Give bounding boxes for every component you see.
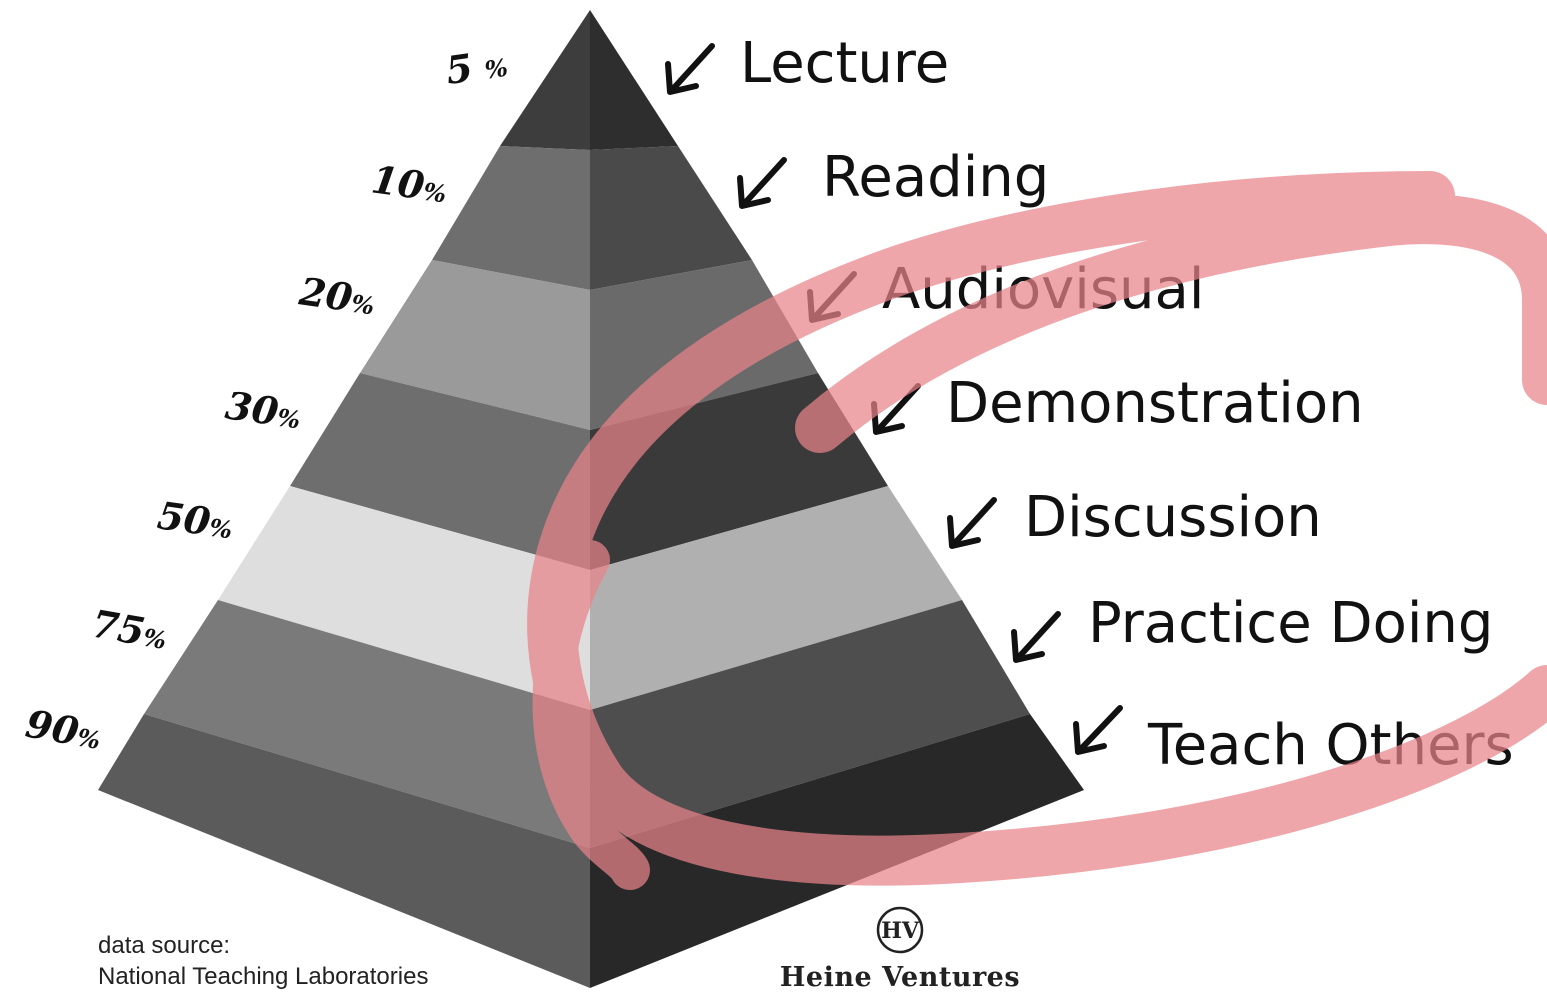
heine-ventures-logo: HV Heine Ventures: [780, 906, 1020, 992]
retention-label: 10%: [369, 156, 450, 211]
arrow-icon: [665, 43, 715, 95]
retention-label: 20%: [296, 268, 378, 323]
tier-2-left-face: [432, 146, 590, 290]
arrow-icon: [737, 157, 787, 209]
tier-7-left-face: [98, 714, 590, 988]
tier-1-right-face: [590, 10, 678, 150]
method-label-discussion: Discussion: [1024, 485, 1322, 550]
data-source-name: National Teaching Laboratories: [98, 963, 429, 990]
highlight-circle-annotation: [527, 171, 1547, 890]
logo-monogram-ring: [876, 906, 924, 954]
tier-5-right-face: [590, 486, 962, 710]
tier-5-left-face: [218, 486, 590, 710]
retention-label: 90%: [22, 701, 104, 758]
pyramid-left-faces: [98, 10, 590, 988]
logo-monogram: HV: [881, 918, 920, 944]
tier-4-left-face: [290, 373, 590, 570]
method-label-practice-doing: Practice Doing: [1088, 591, 1493, 656]
data-source-label: data source:: [98, 932, 231, 959]
tier-1-left-face: [500, 10, 590, 150]
tier-2-right-face: [590, 146, 752, 290]
tier-6-left-face: [144, 600, 590, 848]
arrow-icon: [1073, 705, 1123, 755]
method-label-lecture: Lecture: [740, 31, 949, 96]
retention-label: 75%: [88, 601, 170, 658]
logo-name: Heine Ventures: [780, 962, 1020, 992]
arrow-icon: [947, 497, 997, 549]
highlight-tail: [532, 540, 650, 890]
retention-label: 5%: [443, 40, 510, 93]
data-source-note: data source: National Teaching Laborator…: [98, 930, 428, 992]
retention-labels: 5% 10% 20% 30% 50% 75% 90%: [22, 40, 510, 758]
method-label-demonstration: Demonstration: [946, 371, 1364, 436]
retention-label: 50%: [155, 492, 236, 547]
arrow-icon: [1011, 611, 1061, 663]
method-label-reading: Reading: [822, 145, 1049, 210]
tier-6-right-face: [590, 600, 1030, 848]
tier-3-left-face: [360, 260, 590, 430]
retention-label: 30%: [223, 382, 304, 437]
